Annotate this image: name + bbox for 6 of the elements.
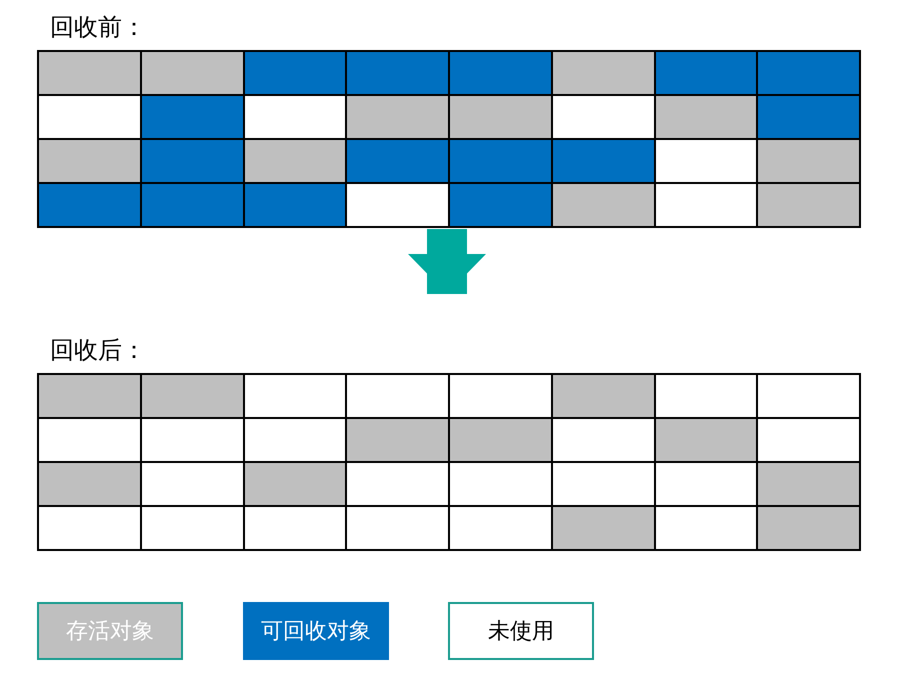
grid-heading: 回收前： <box>50 12 146 42</box>
arrow <box>408 229 486 294</box>
legend-label: 未使用 <box>488 618 554 646</box>
legend-label: 可回收对象 <box>261 618 371 646</box>
legend-label: 存活对象 <box>66 618 154 646</box>
grid-heading: 回收后： <box>50 335 146 365</box>
